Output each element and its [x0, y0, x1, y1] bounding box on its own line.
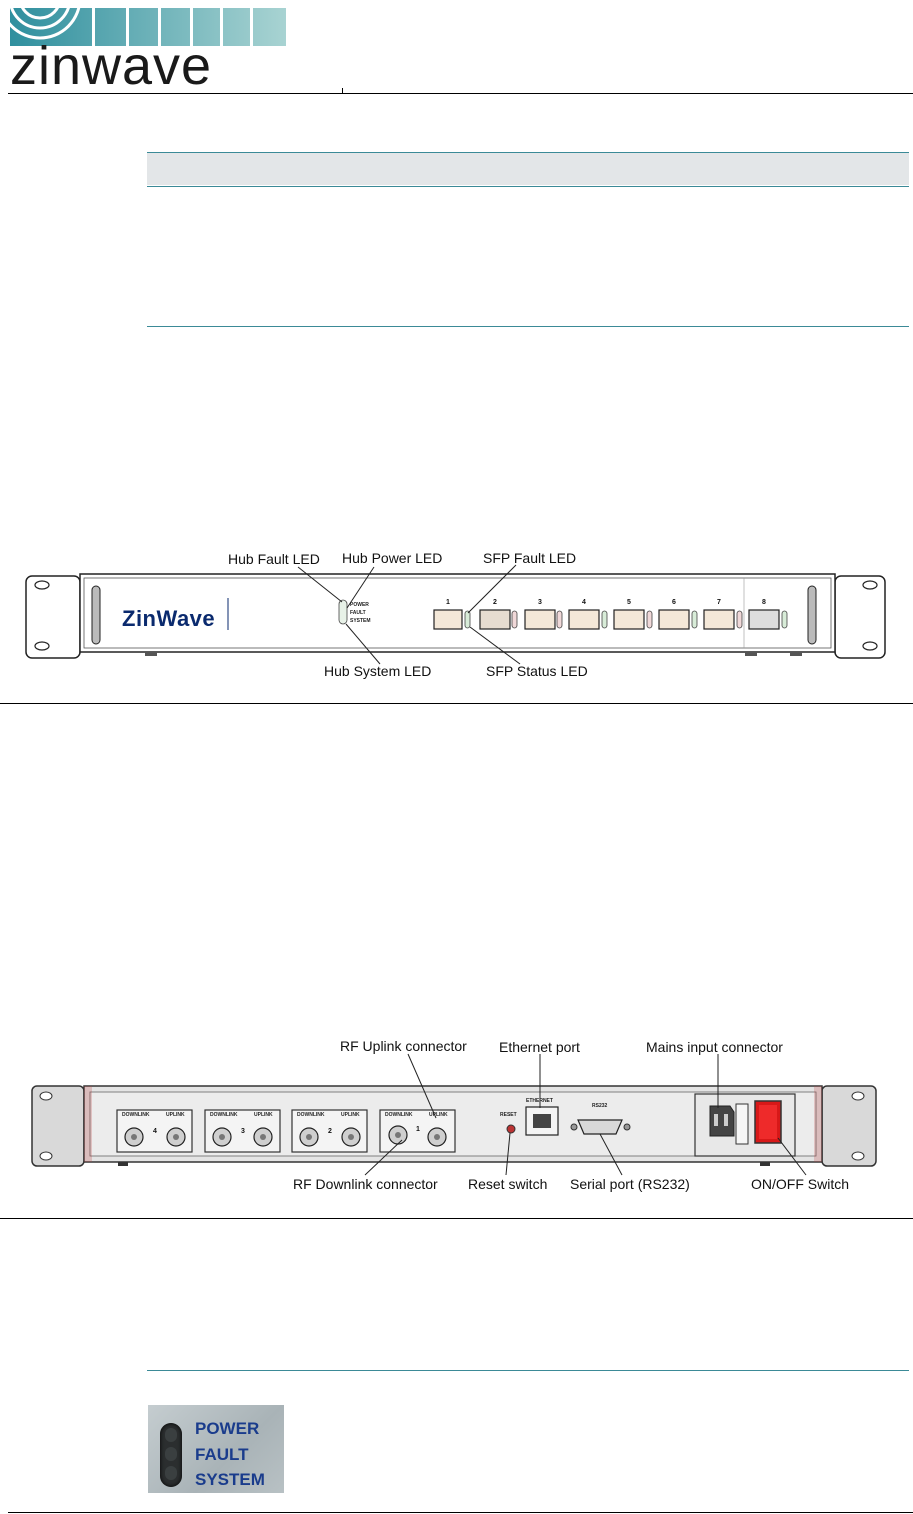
callout-on-off-switch: ON/OFF Switch [751, 1176, 850, 1192]
header-rule-tick [342, 88, 343, 94]
sfp-port-number: 2 [493, 599, 497, 606]
rf-group-number: 4 [153, 1128, 157, 1135]
rf-uplink-label: UPLINK [341, 1112, 360, 1118]
led-closeup-photo: POWER FAULT SYSTEM [148, 1405, 284, 1493]
front-status-label-system: SYSTEM [350, 618, 371, 624]
rf-downlink-label: DOWNLINK [122, 1112, 150, 1118]
sfp-port-number: 1 [446, 599, 450, 606]
sfp-port-number: 8 [762, 599, 766, 606]
closeup-label-power: POWER [195, 1419, 260, 1438]
rf-group-number: 1 [416, 1126, 420, 1133]
closeup-top-rule [147, 1370, 909, 1371]
footer-rule [8, 1512, 913, 1513]
company-logo: zinwave [0, 0, 290, 96]
led-fault-indicator [165, 1447, 177, 1461]
callout-ethernet-port: Ethernet port [499, 1039, 580, 1055]
ethernet-label: ETHERNET [526, 1098, 553, 1104]
rf-group-number: 3 [241, 1128, 245, 1135]
callout-hub-fault-led: Hub Fault LED [228, 551, 320, 567]
sfp-port-number: 3 [538, 599, 542, 606]
rf-downlink-label: DOWNLINK [210, 1112, 238, 1118]
callout-serial-port: Serial port (RS232) [570, 1176, 690, 1192]
callout-sfp-status-led: SFP Status LED [486, 663, 588, 679]
rear-panel-drawing [31, 1053, 877, 1176]
callout-hub-power-led: Hub Power LED [342, 550, 443, 566]
logo-graphic: zinwave [0, 0, 286, 96]
rf-group-number: 2 [328, 1128, 332, 1135]
callout-sfp-fault-led: SFP Fault LED [483, 550, 577, 566]
rear-figure-rule [0, 1218, 913, 1219]
callout-rf-downlink-connector: RF Downlink connector [293, 1176, 438, 1192]
note-header-band [147, 153, 909, 185]
rf-downlink-label: DOWNLINK [385, 1112, 413, 1118]
led-power-indicator [165, 1428, 177, 1442]
closeup-label-fault: FAULT [195, 1445, 249, 1464]
callout-mains-input-connector: Mains input connector [646, 1039, 783, 1055]
front-panel-brand: ZinWave [122, 606, 216, 631]
rear-panel-figure: DOWNLINK UPLINK 4 DOWNLINK UPLINK 3 DOWN… [0, 1030, 913, 1200]
logo-wordmark: zinwave [10, 36, 212, 88]
front-panel-drawing [25, 564, 886, 665]
sfp-port-number: 7 [717, 599, 721, 606]
note-bottom-rule [147, 326, 909, 327]
rf-uplink-label: UPLINK [166, 1112, 185, 1118]
sfp-port-number: 4 [582, 599, 586, 606]
rf-uplink-label: UPLINK [429, 1112, 448, 1118]
closeup-label-system: SYSTEM [195, 1470, 265, 1489]
rf-uplink-label: UPLINK [254, 1112, 273, 1118]
front-panel-figure: ZinWave POWER FAULT SYSTEM 1 2 3 4 5 6 7… [0, 540, 913, 704]
sfp-port-number: 6 [672, 599, 676, 606]
led-system-indicator [165, 1466, 177, 1480]
header-rule [8, 93, 913, 94]
callout-reset-switch: Reset switch [468, 1176, 548, 1192]
callout-hub-system-led: Hub System LED [324, 663, 432, 679]
front-status-label-power: POWER [350, 602, 369, 608]
rs232-label: RS232 [592, 1103, 608, 1109]
callout-rf-uplink-connector: RF Uplink connector [340, 1038, 467, 1054]
note-top-rule [147, 152, 909, 153]
front-status-label-fault: FAULT [350, 610, 366, 616]
sfp-port-number: 5 [627, 599, 631, 606]
reset-label: RESET [500, 1112, 517, 1118]
note-band-rule [147, 186, 909, 187]
rf-downlink-label: DOWNLINK [297, 1112, 325, 1118]
front-figure-rule [0, 703, 913, 704]
